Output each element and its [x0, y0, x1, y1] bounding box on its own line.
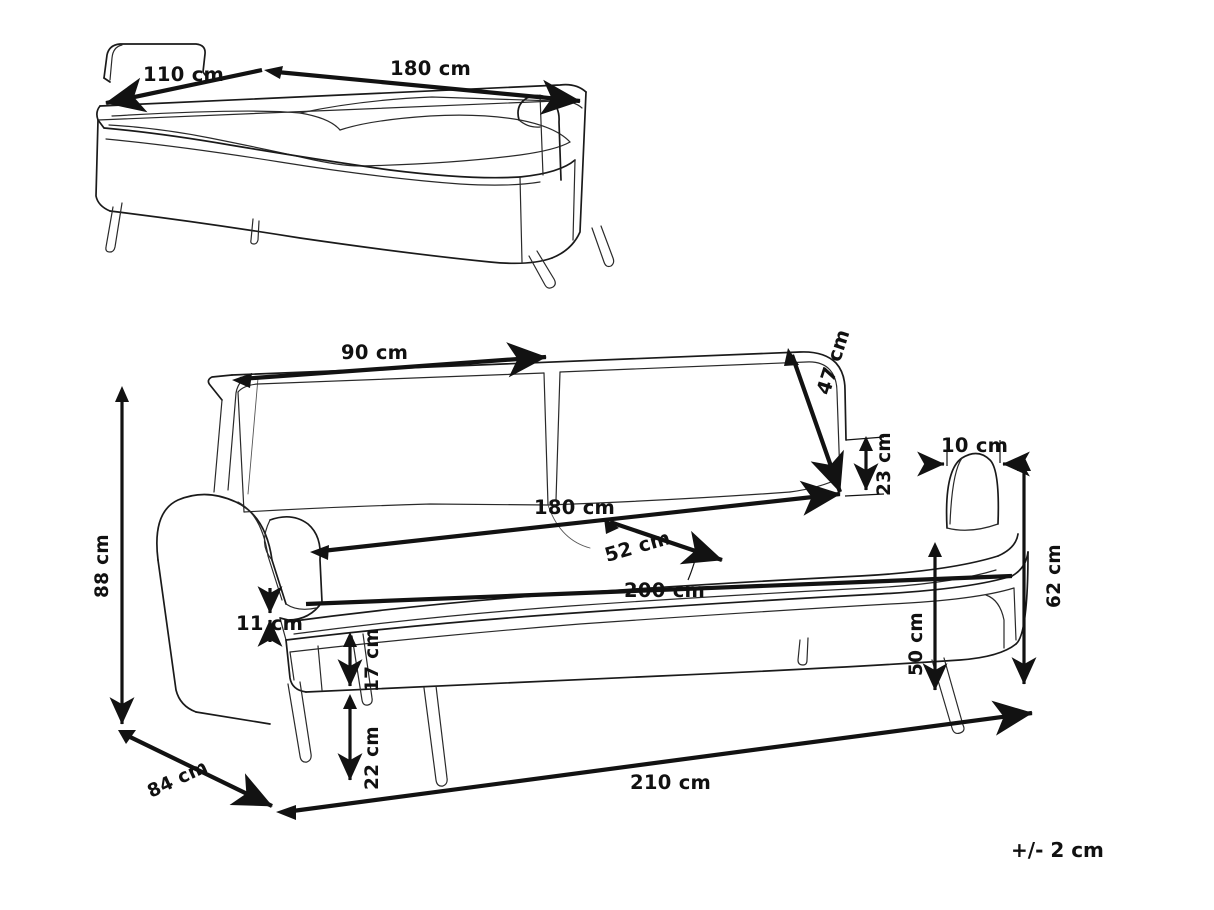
dimension-17cm: 17 cm: [337, 628, 383, 692]
dimension-88cm-label: 88 cm: [92, 534, 113, 598]
bed-front-edge-roll: [103, 127, 576, 186]
dimension-23cm-label: 23 cm: [874, 432, 895, 496]
dimension-10cm: 10 cm: [917, 434, 1030, 477]
dimension-180cm-bed-label: 180 cm: [390, 57, 471, 80]
top-view-sofa-bed-unfolded: 110 cm 180 cm: [95, 43, 615, 289]
dimension-50cm: 50 cm: [906, 542, 948, 691]
bed-cushion-seams: [108, 96, 571, 167]
center-support-leg: [797, 637, 809, 666]
seat-cushion-top: [285, 504, 1019, 635]
dimension-110cm-label: 110 cm: [143, 63, 224, 86]
dimension-62cm: 62 cm: [1011, 456, 1065, 685]
dimension-62cm-label: 62 cm: [1044, 544, 1065, 608]
right-armrest-small: [945, 452, 1000, 531]
dimension-50cm-label: 50 cm: [906, 612, 927, 676]
dimension-17cm-label: 17 cm: [362, 628, 383, 692]
sofa-legs: [287, 633, 965, 787]
dimension-210cm-label: 210 cm: [630, 771, 711, 794]
dimension-10cm-label: 10 cm: [941, 434, 1008, 457]
dimension-23cm: 23 cm: [844, 432, 895, 497]
dimension-110cm: 110 cm: [105, 63, 263, 113]
dimension-200cm: 200 cm: [305, 541, 1013, 607]
dimension-200cm-label: 200 cm: [624, 579, 705, 602]
dimension-22cm-label: 22 cm: [362, 726, 383, 790]
dimension-88cm: 88 cm: [92, 386, 135, 725]
dimension-11cm: 11 cm: [236, 586, 303, 647]
dimension-210cm: 210 cm: [276, 700, 1033, 820]
dimension-22cm: 22 cm: [337, 694, 383, 790]
dimension-180cm-seat-label: 180 cm: [534, 496, 615, 519]
dimension-11cm-label: 11 cm: [236, 612, 303, 635]
dimension-180cm-seat: 180 cm: [310, 480, 841, 560]
bed-legs: [105, 202, 615, 289]
dimension-180cm-bed: 180 cm: [264, 57, 581, 115]
bed-base-block: [95, 91, 587, 265]
dimension-90cm: 90 cm: [232, 341, 547, 388]
tolerance-note: +/- 2 cm: [1011, 838, 1104, 862]
dimension-90cm-label: 90 cm: [341, 341, 408, 364]
